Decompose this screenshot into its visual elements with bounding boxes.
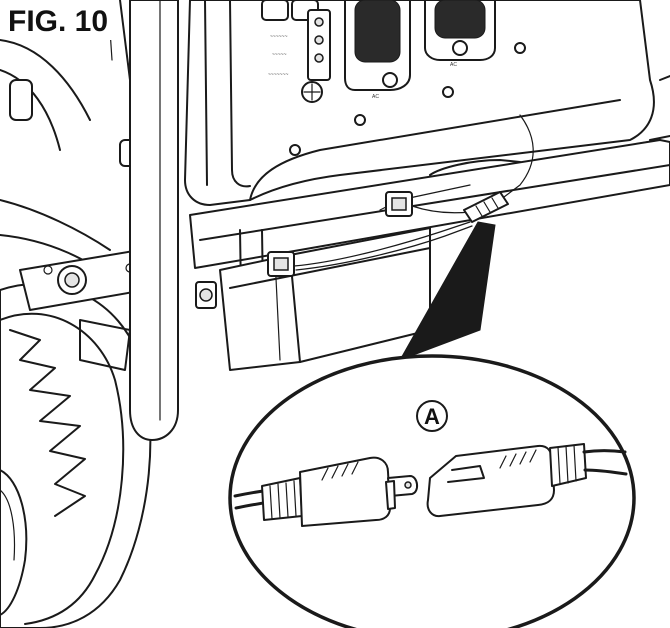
wheel-tire bbox=[0, 282, 152, 628]
svg-text:~~~~~: ~~~~~ bbox=[272, 52, 287, 58]
control-panel: ~~~~~~ ~~~~~ ~~~~~~~ AC AC bbox=[184, 0, 670, 215]
charging-wires bbox=[293, 114, 534, 271]
outlet-right-label: AC bbox=[450, 62, 457, 68]
callout-a-letter: A bbox=[424, 404, 440, 429]
figure-label: FIG. 10 bbox=[8, 4, 113, 40]
svg-text:~~~~~~~: ~~~~~~~ bbox=[268, 72, 289, 78]
svg-text:~~~~~~: ~~~~~~ bbox=[270, 34, 288, 40]
terminal-connector-left bbox=[267, 251, 295, 277]
sae-connector-left bbox=[261, 456, 418, 527]
outlet-left-label: AC bbox=[372, 94, 379, 100]
frame-tube bbox=[129, 0, 179, 441]
magnifier-wedge bbox=[398, 221, 496, 361]
engine-block bbox=[0, 0, 139, 286]
sae-connector-right bbox=[426, 443, 587, 518]
callout-a: A bbox=[416, 400, 448, 432]
terminal-connector-right bbox=[385, 191, 413, 217]
detail-view: A bbox=[228, 354, 636, 628]
charger-plug-small bbox=[463, 191, 509, 223]
